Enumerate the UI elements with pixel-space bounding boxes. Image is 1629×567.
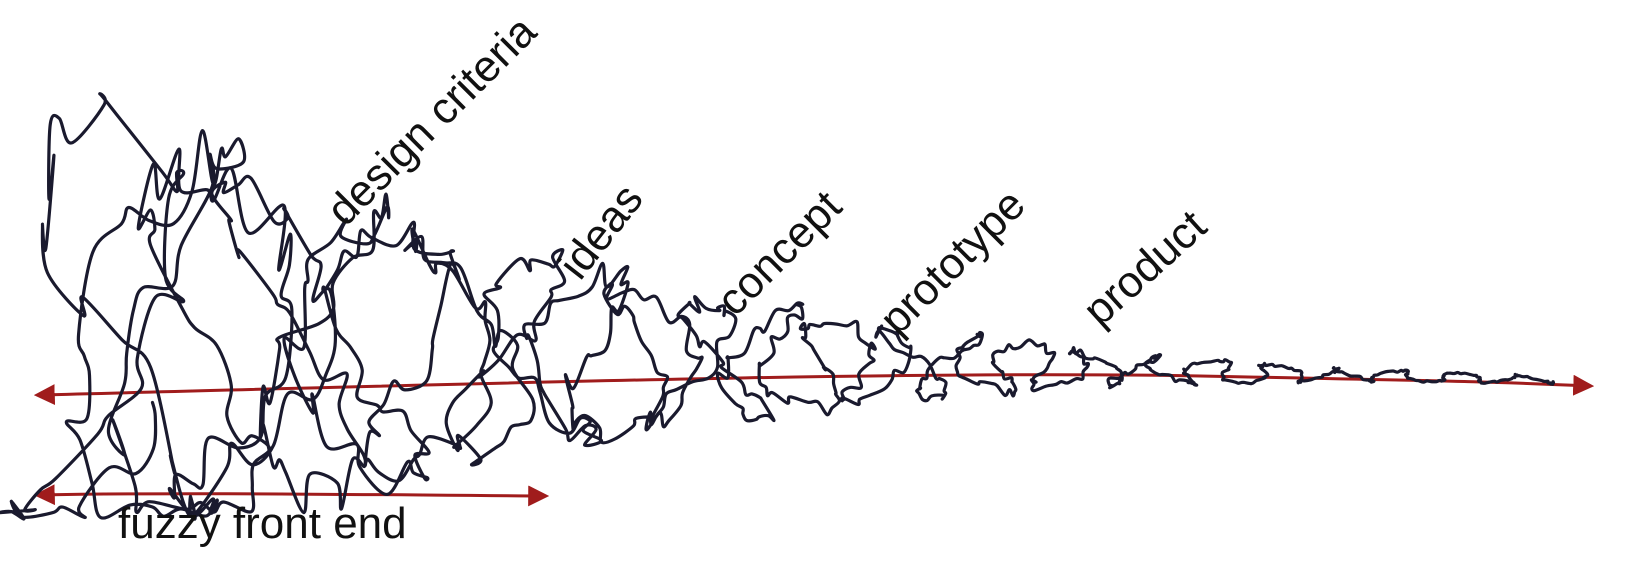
stage-label-prototype: prototype [870, 180, 1034, 344]
stage-label-product: product [1074, 201, 1216, 336]
stage-label-design-criteria: design criteria [317, 6, 546, 235]
fuzzy-front-end-arrow [33, 484, 550, 507]
fuzzy-front-end-label: fuzzy front end [118, 499, 407, 548]
design-squiggle-line [0, 92, 1556, 521]
stage-label-ideas: ideas [549, 175, 652, 288]
stage-label-concept: concept [707, 181, 851, 325]
